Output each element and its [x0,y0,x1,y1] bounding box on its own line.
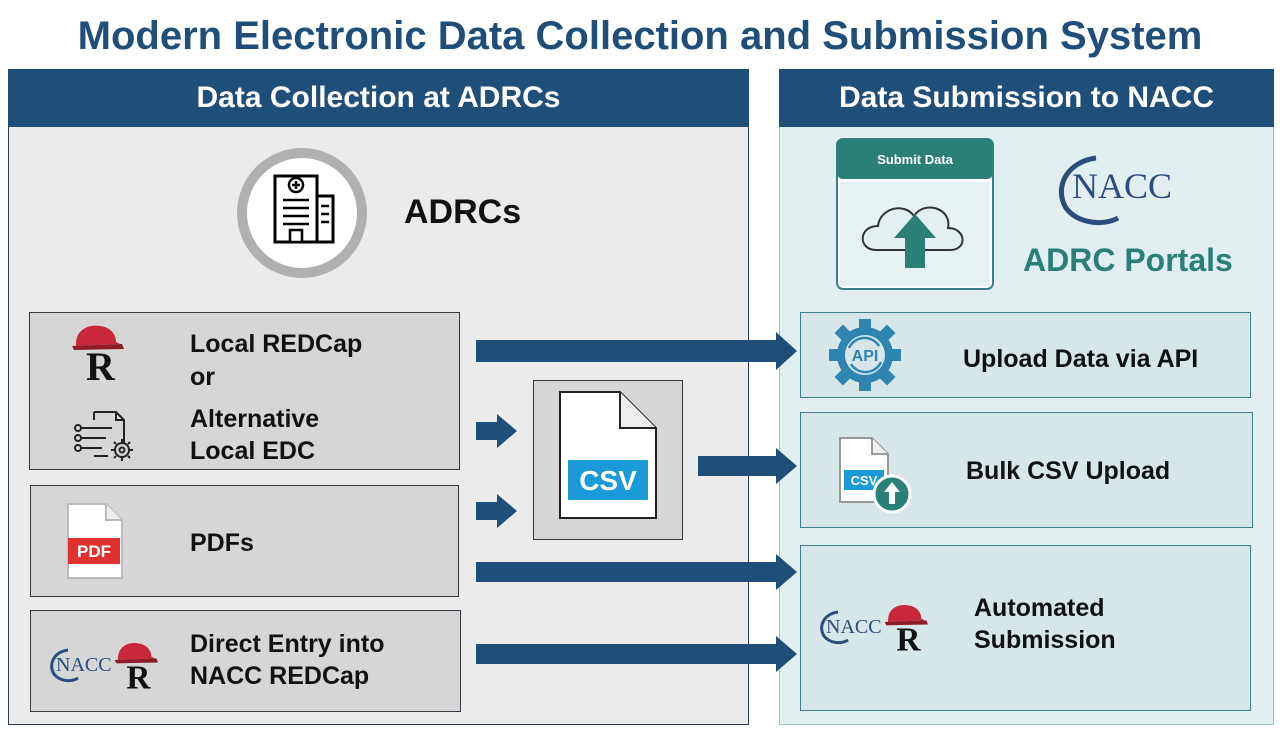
api-gear-icon: API [829,319,901,391]
upload-api-label: Upload Data via API [963,345,1199,373]
pdf-file-icon: PDF [67,503,123,579]
bulk-csv-label: Bulk CSV Upload [966,457,1171,485]
pdf-icon-text: PDF [77,542,111,561]
arrow-direct-to-automated [476,636,797,672]
arrow-redcap-to-csv [476,414,517,448]
hospital-building-icon [237,148,367,278]
direct-entry-box [30,610,461,712]
api-icon-text: API [852,348,879,365]
adrcs-label: ADRCs [404,193,522,231]
data-submission-header: Data Submission to NACC [779,69,1274,127]
svg-text:NACC: NACC [826,616,882,638]
local-edc-label: Local EDC [190,437,316,465]
nacc-logo-icon: NACC [50,648,112,683]
alternative-label: Alternative [190,405,320,433]
csv-file-icon: CSV [559,391,657,519]
arrow-redcap-to-api [476,332,797,370]
arrow-pdf-to-csv [476,494,517,528]
redcap-icon: R [114,643,158,696]
direct-entry-label: Direct Entry into [190,630,385,658]
svg-text:R: R [86,344,116,389]
arrow-csv-to-bulk [698,448,797,484]
csv-upload-icon-text: CSV [851,473,878,488]
csv-upload-icon: CSV [839,437,912,514]
adrc-portals-label: ADRC Portals [1023,242,1233,278]
pdfs-label: PDFs [190,529,254,557]
csv-icon-text: CSV [579,465,637,496]
automated-submission-box [800,545,1251,711]
edc-settings-icon [74,411,133,461]
submission-label: Submission [974,626,1116,654]
redcap-icon: R [884,605,928,658]
nacc-redcap-label: NACC REDCap [190,662,370,690]
nacc-logo-icon: NACC [820,610,882,645]
svg-text:R: R [896,621,921,658]
page-title: Modern Electronic Data Collection and Su… [77,14,1203,58]
submit-data-text: Submit Data [877,152,954,167]
svg-text:R: R [126,659,151,696]
local-redcap-label: Local REDCap [190,330,363,358]
arrow-pdf-to-automated [476,554,797,590]
svg-text:NACC: NACC [56,654,112,676]
submit-data-cloud-icon: Submit Data [836,138,994,290]
data-collection-header: Data Collection at ADRCs [8,69,749,127]
or-label: or [190,363,215,391]
redcap-icon: R [72,325,124,389]
nacc-logo-text: NACC [1072,166,1172,206]
automated-label: Automated [974,594,1105,622]
nacc-logo-icon: NACC [1059,155,1172,226]
